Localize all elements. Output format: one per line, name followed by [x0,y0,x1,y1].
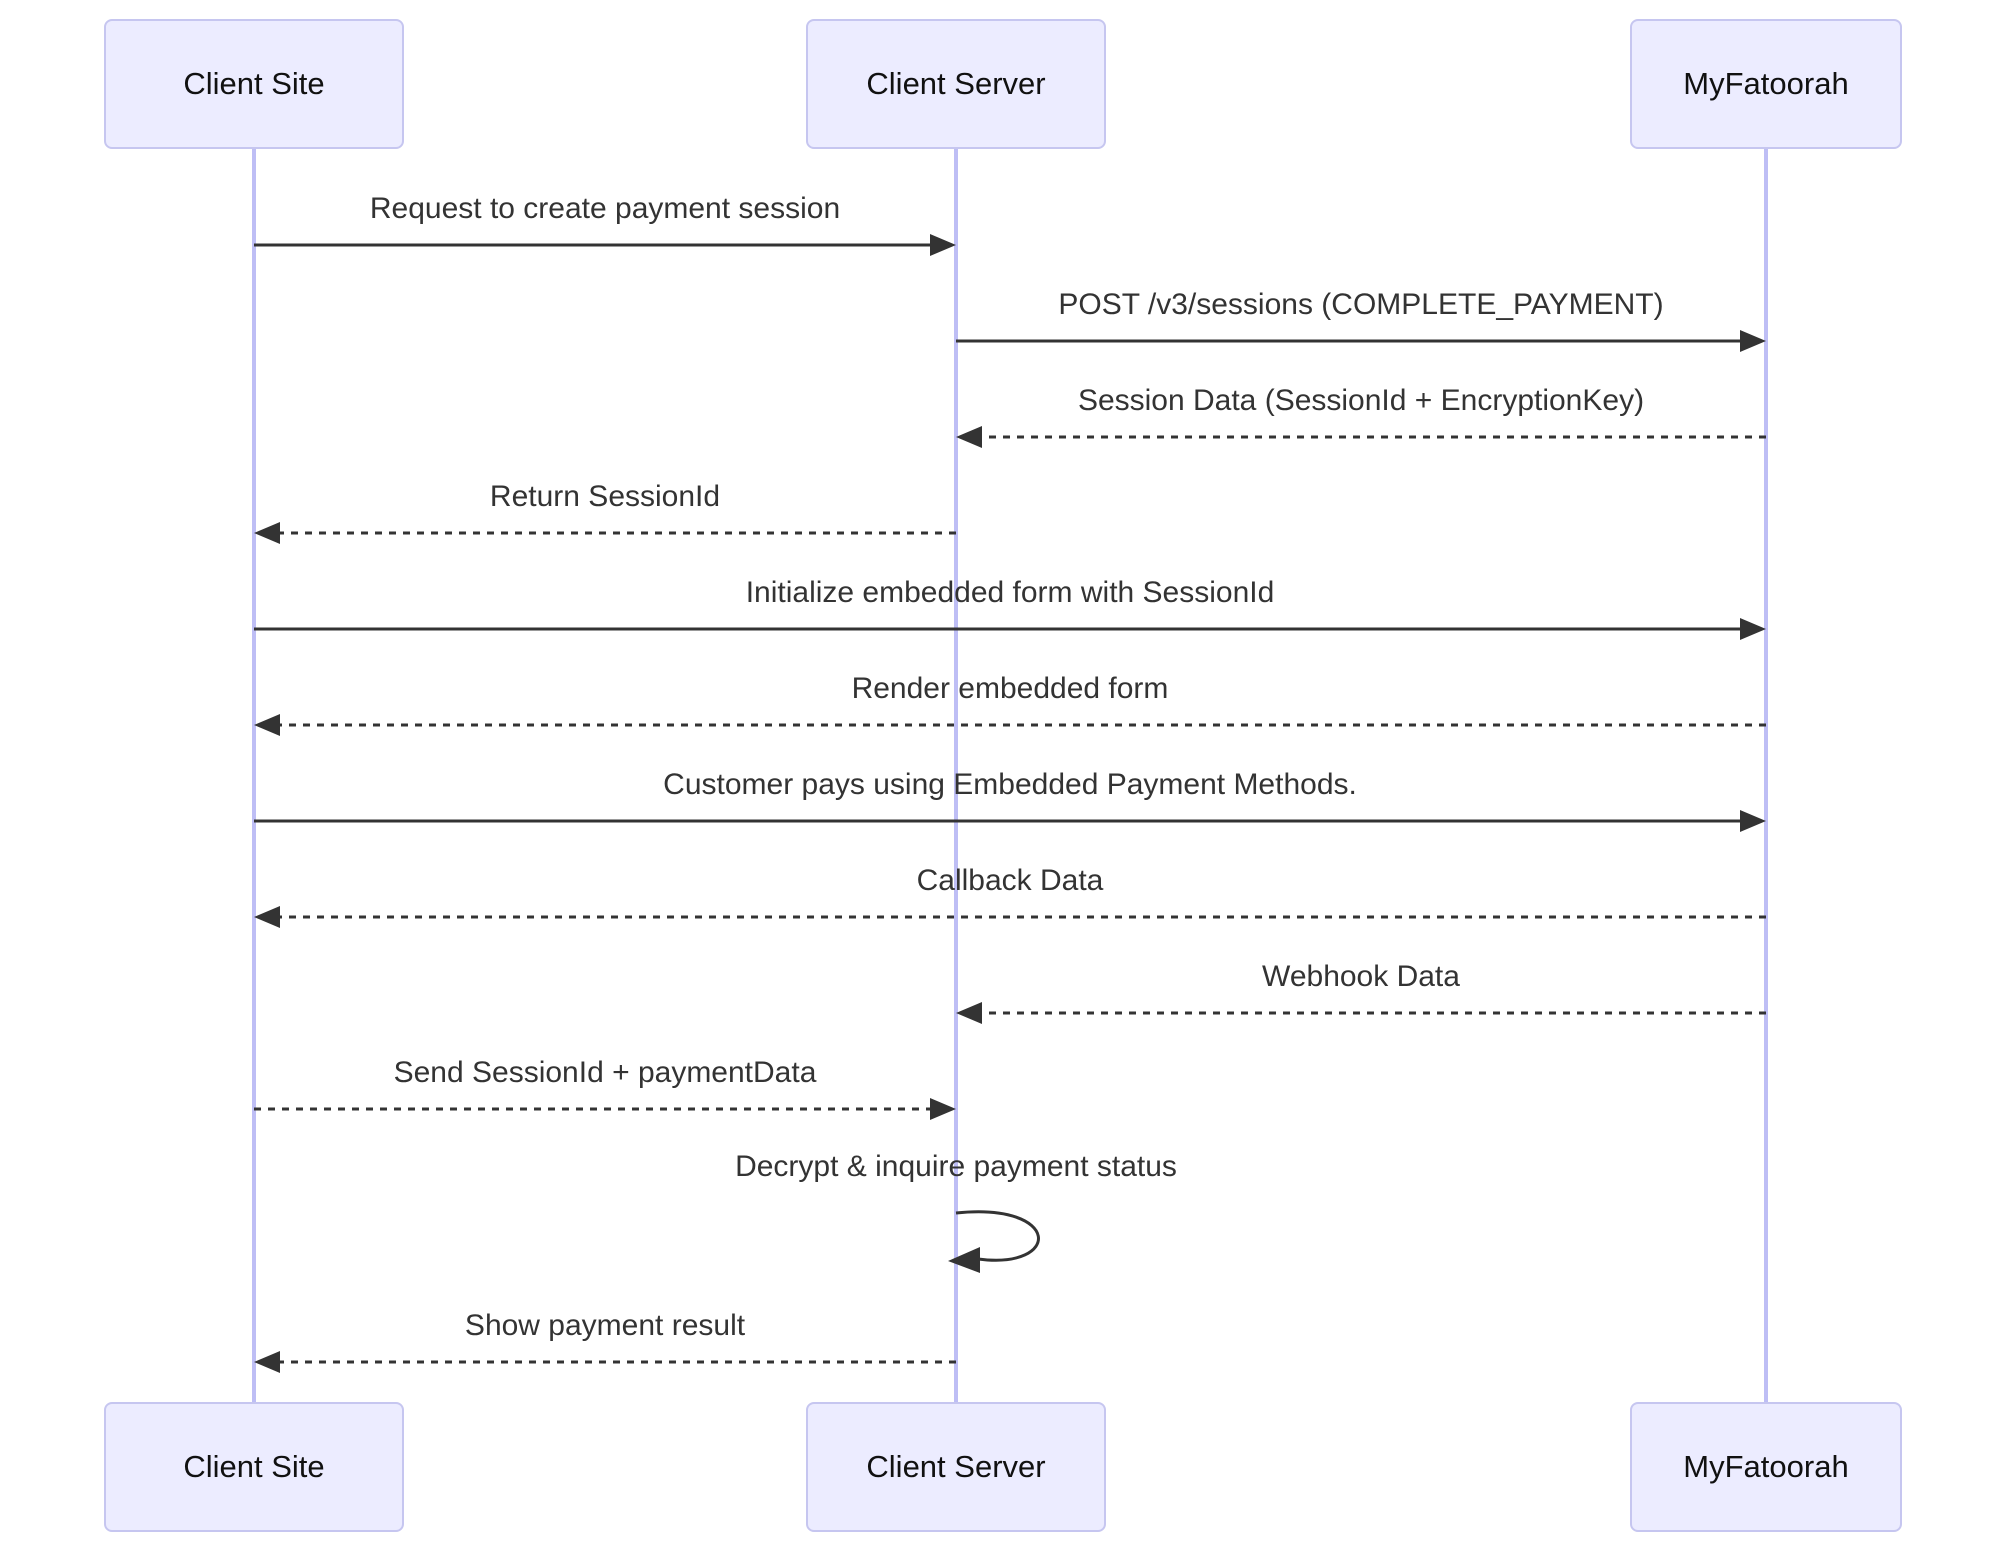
message-label-4: Initialize embedded form with SessionId [745,576,1275,609]
message-label-8: Webhook Data [1262,960,1460,993]
message-label-7: Callback Data [916,864,1104,897]
actor-label: Client Server [866,66,1046,101]
message-arrow-11 [254,1351,956,1373]
actor-box-client-server-top: Client Server [806,19,1106,149]
message-arrow-5 [254,714,1766,736]
message-label-2: Session Data (SessionId + EncryptionKey) [1077,384,1645,417]
message-label-11: Show payment result [464,1309,746,1342]
message-arrow-3 [254,522,956,544]
message-self-loop-10 [948,1210,1040,1273]
actor-box-client-site-bottom: Client Site [104,1402,404,1532]
message-arrow-9 [254,1098,956,1120]
message-arrow-4 [254,618,1766,640]
actor-label: Client Site [183,1449,325,1484]
message-label-9: Send SessionId + paymentData [393,1056,817,1089]
actor-label: MyFatoorah [1683,1449,1849,1484]
message-arrow-8 [956,1002,1766,1024]
actor-box-client-site-top: Client Site [104,19,404,149]
message-label-10: Decrypt & inquire payment status [735,1150,1177,1183]
actor-box-myfatoorah-bottom: MyFatoorah [1630,1402,1902,1532]
message-arrow-2 [956,426,1766,448]
message-arrow-7 [254,906,1766,928]
actor-label: Client Site [183,66,325,101]
message-label-1: POST /v3/sessions (COMPLETE_PAYMENT) [1058,288,1664,321]
message-arrow-1 [956,330,1766,352]
actor-box-client-server-bottom: Client Server [806,1402,1106,1532]
actor-label: MyFatoorah [1683,66,1849,101]
message-label-3: Return SessionId [489,480,721,513]
message-label-5: Render embedded form [851,672,1169,705]
actor-label: Client Server [866,1449,1046,1484]
message-arrow-0 [254,234,956,256]
message-label-6: Customer pays using Embedded Payment Met… [663,768,1357,801]
actor-box-myfatoorah-top: MyFatoorah [1630,19,1902,149]
message-label-0: Request to create payment session [369,192,841,225]
message-arrow-6 [254,810,1766,832]
